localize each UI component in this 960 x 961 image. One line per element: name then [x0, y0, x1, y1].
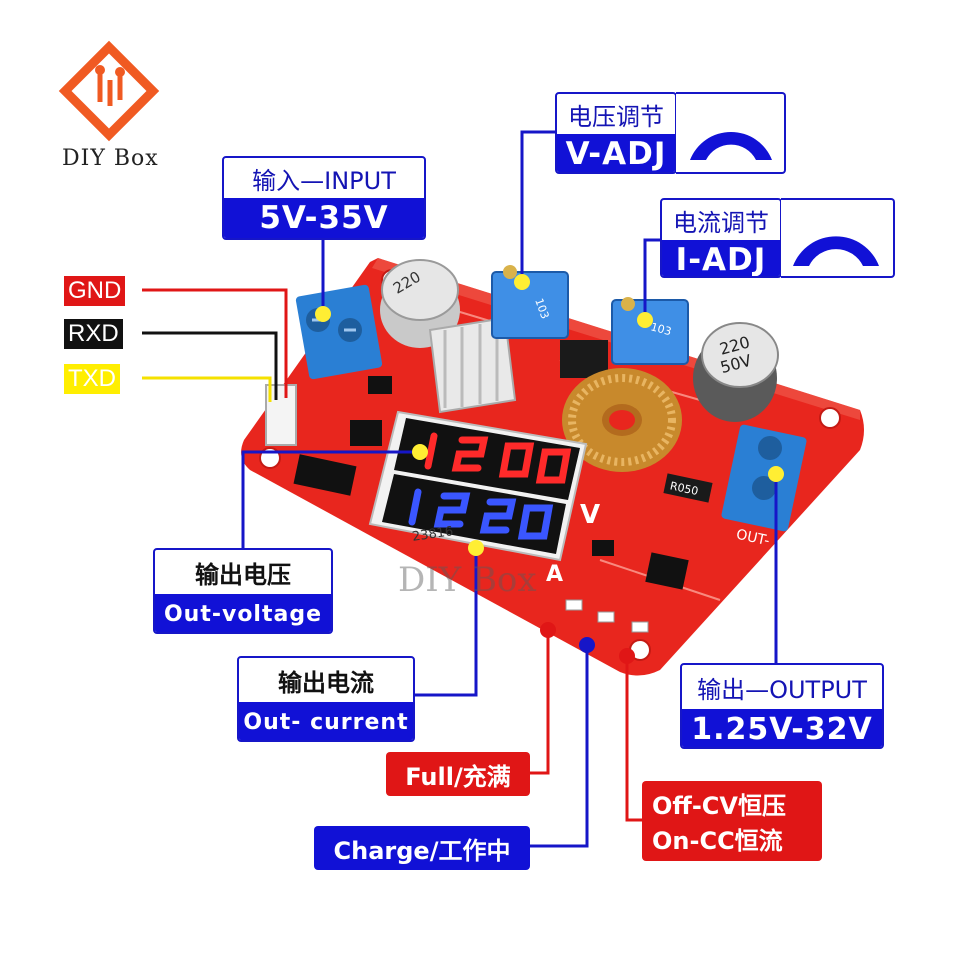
charge-led-label: Charge/工作中 — [314, 826, 530, 870]
out-current-label-title: 输出电流 — [278, 668, 374, 697]
heatsink — [428, 316, 517, 414]
i-adj-label: 电流调节 I-ADJ — [660, 198, 782, 278]
out-voltage-label-name: Out-voltage — [155, 594, 331, 632]
out-current-label: 输出电流 Out- current — [237, 656, 415, 742]
i-adj-knob-box — [781, 198, 895, 278]
status-leds — [565, 599, 649, 633]
pin-txd-label: TXD — [64, 364, 120, 394]
op-amp-chip — [645, 552, 689, 590]
knob-arc-icon — [690, 131, 772, 160]
svg-text:103: 103 — [649, 320, 673, 338]
capacitor-right: 220 50V — [693, 322, 779, 422]
a-marking: A — [546, 562, 564, 587]
brand-logo-text: DIY Box — [62, 146, 159, 171]
output-label-range: 1.25V-32V — [682, 709, 882, 747]
diode — [368, 376, 392, 394]
marker-dots — [315, 274, 784, 664]
cc-mode-text: On-CC恒流 — [652, 827, 783, 855]
full-led-label: Full/充满 — [386, 752, 530, 796]
input-label-range: 5V-35V — [224, 198, 424, 238]
mcu-chip — [293, 454, 357, 496]
v-adj-label: 电压调节 V-ADJ — [555, 92, 677, 174]
output-label: 输出—OUTPUT 1.25V-32V — [680, 663, 884, 749]
pin-rxd-label: RXD — [64, 319, 123, 349]
v-adj-label-name: V-ADJ — [557, 134, 675, 172]
input-label-title: 输入—INPUT — [252, 166, 396, 195]
callout-wires — [142, 130, 778, 848]
v-adj-knob-box — [676, 92, 786, 174]
v-marking: V — [580, 500, 601, 530]
out-voltage-label: 输出电压 Out-voltage — [153, 548, 333, 634]
output-label-title: 输出—OUTPUT — [697, 675, 867, 704]
i-adj-label-title: 电流调节 — [673, 208, 769, 237]
watermark: DIY Box — [398, 560, 537, 600]
diy-box-logo-icon — [58, 40, 160, 142]
output-terminal — [721, 424, 807, 532]
out-current-label-name: Out- current — [239, 702, 413, 740]
cv-cc-led-label: Off-CV恒压 On-CC恒流 — [642, 781, 822, 861]
i-adj-label-name: I-ADJ — [662, 240, 780, 276]
v-adj-label-title: 电压调节 — [568, 102, 664, 131]
sense-resistor: R050 — [663, 473, 713, 503]
input-label: 输入—INPUT 5V-35V — [222, 156, 426, 240]
i-adj-potentiometer: 103 — [611, 297, 689, 365]
cv-mode-text: Off-CV恒压 — [652, 792, 786, 820]
input-terminal — [295, 284, 383, 380]
transistor — [592, 540, 614, 556]
small-chip — [350, 420, 382, 446]
svg-text:R050: R050 — [669, 479, 700, 498]
knob-arc-icon — [793, 236, 879, 266]
pin-gnd-label: GND — [64, 276, 126, 306]
out-voltage-label-title: 输出电压 — [195, 560, 291, 589]
v-adj-potentiometer: 103 — [491, 265, 569, 339]
toroid-inductor — [562, 368, 682, 472]
